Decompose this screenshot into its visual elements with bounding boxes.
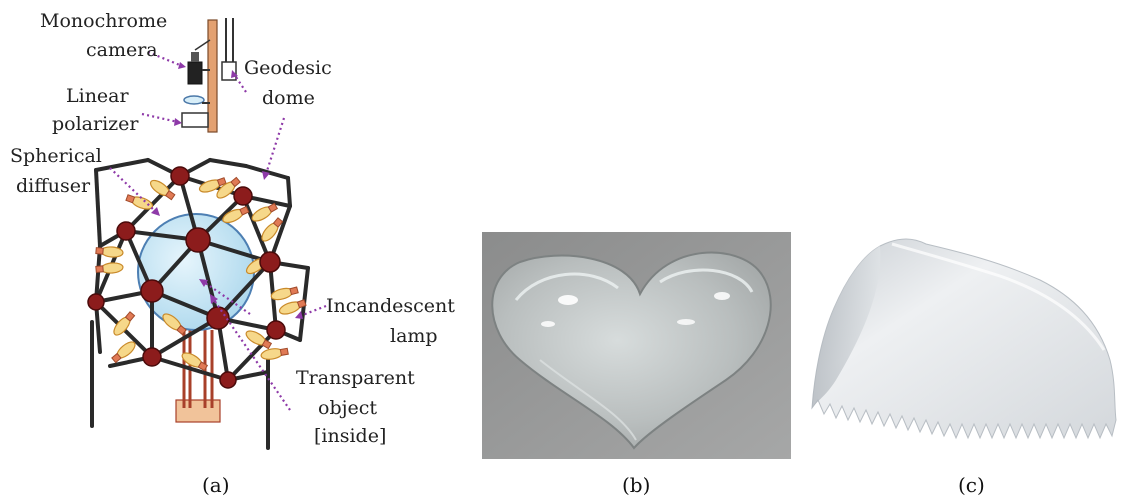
callout-arrows	[109, 50, 327, 411]
caption-c: (c)	[958, 473, 985, 497]
dome-legs	[90, 320, 270, 450]
label-dome-line2: dome	[262, 87, 315, 109]
label-dome-line1: Geodesic	[244, 57, 332, 79]
label-camera-line2: camera	[86, 39, 158, 61]
label-lamp-line2: lamp	[390, 325, 438, 347]
panel-b: (b)	[482, 232, 791, 497]
label-polarizer-line2: polarizer	[52, 113, 139, 135]
label-object-line2: object	[318, 397, 377, 419]
panel-a: Monochrome camera Linear polarizer Geode…	[10, 10, 455, 497]
camera-rig	[181, 18, 237, 133]
label-diffuser-line1: Spherical	[10, 145, 102, 167]
label-lamp-line1: Incandescent	[326, 295, 455, 317]
label-camera-line1: Monochrome	[40, 10, 167, 32]
label-object-line1: Transparent	[296, 367, 415, 389]
caption-b: (b)	[622, 473, 650, 497]
panel-a-labels: Monochrome camera Linear polarizer Geode…	[10, 10, 455, 447]
panel-c: (c)	[811, 238, 1117, 497]
incandescent-lamps	[95, 176, 307, 372]
caption-a: (a)	[202, 473, 230, 497]
label-diffuser-line2: diffuser	[16, 175, 91, 197]
dome-nodes	[87, 166, 286, 389]
label-polarizer-line1: Linear	[66, 85, 130, 107]
label-object-line3: [inside]	[314, 425, 386, 447]
